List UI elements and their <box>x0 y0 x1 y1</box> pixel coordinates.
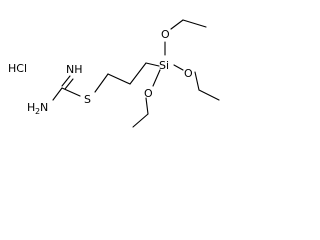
atom-sulfur: S <box>84 93 91 106</box>
bond-c-amine <box>52 87 63 101</box>
atom-silicon: Si <box>159 59 169 72</box>
bond-chain-silicon <box>145 62 160 67</box>
bond-chain-2 <box>129 62 147 85</box>
atom-amine: H <box>27 101 35 114</box>
bond-oxygen-top-ethyl-1 <box>170 19 184 30</box>
atom-oxygen-right: O <box>184 67 193 80</box>
bond-silicon-oxygen-bottom <box>152 69 161 87</box>
bond-c-sulfur <box>61 87 81 97</box>
bond-sulfur-chain <box>94 73 109 93</box>
atom-amine-nitrogen: N <box>40 101 48 114</box>
atom-amine-group: H 2 N <box>27 101 48 116</box>
bond-oxygen-bottom-ethyl-2 <box>132 113 149 128</box>
salt-label: HCl <box>8 62 27 75</box>
atom-oxygen-top: O <box>161 28 170 41</box>
bond-oxygen-right-ethyl-2 <box>198 89 220 101</box>
bond-c-imine-1 <box>61 75 71 87</box>
bond-chain-1 <box>107 73 131 85</box>
bond-oxygen-top-ethyl-2 <box>182 19 207 28</box>
bond-oxygen-right-ethyl-1 <box>194 71 200 91</box>
bond-lines <box>52 19 220 128</box>
bond-c-imine-2 <box>64 78 74 90</box>
atom-imine: NH <box>66 63 83 76</box>
atom-oxygen-bottom: O <box>144 87 153 100</box>
bond-oxygen-bottom-ethyl-1 <box>145 97 149 115</box>
chemical-structure: HCl NH H 2 N S Si O O O <box>8 19 220 128</box>
bond-silicon-oxygen-right <box>173 64 184 71</box>
atom-amine-subscript: 2 <box>35 107 40 116</box>
